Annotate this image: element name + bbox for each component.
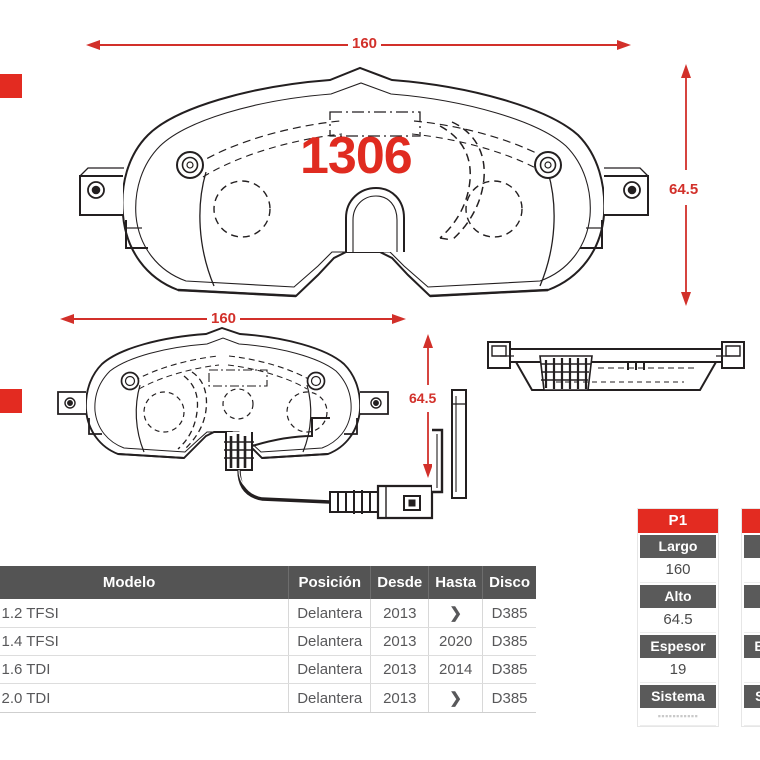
rivet-right-small	[306, 371, 326, 391]
mounting-lug-left	[79, 167, 148, 249]
dimension-label-mid-width: 160	[207, 310, 241, 327]
cell-desde: 2013	[370, 599, 430, 628]
mounting-lug-left-small	[57, 391, 102, 435]
table-row: V1) 1.6 TDI Delantera 2013 2014 D385	[0, 655, 536, 684]
spec-key-sistema: Sistema	[744, 685, 760, 708]
brake-pad-second-view	[57, 326, 389, 459]
rivet-left	[176, 151, 204, 179]
cell-hasta: ❯	[428, 599, 484, 628]
cell-modelo: V1) 1.2 TFSI	[0, 599, 290, 628]
red-marker-bottom	[0, 389, 22, 413]
table-row: V1) 1.2 TFSI Delantera 2013 ❯ D385	[0, 599, 536, 628]
spec-key-largo: Largo	[744, 535, 760, 558]
brake-pad-side-profile	[487, 341, 745, 391]
spec-value-sistema: ▪▪▪▪▪▪▪▪▪▪▪	[744, 708, 760, 726]
table-header-row: Modelo Posición Desde Hasta Disco	[0, 566, 536, 599]
spec-key-sistema: Sistema	[640, 685, 716, 708]
dimension-label-top-width: 160	[348, 35, 382, 52]
mounting-lug-right-small	[344, 391, 389, 435]
cell-hasta: 2014	[428, 655, 484, 684]
side-strip-small	[451, 389, 467, 499]
cell-disco: D385	[482, 627, 536, 656]
spec-value-espesor: 19	[640, 658, 716, 683]
spec-key-alto: Alto	[744, 585, 760, 608]
cell-modelo: V1) 1.6 TDI	[0, 655, 290, 684]
spec-card-p1: P1 Largo 160 Alto 64.5 Espesor 19 Sistem…	[637, 508, 719, 727]
column-header-posicion: Posición	[288, 566, 372, 599]
column-header-hasta: Hasta	[428, 566, 484, 599]
spec-value-espesor	[744, 658, 760, 683]
side-profile-shim	[539, 355, 593, 391]
spec-value-alto	[744, 608, 760, 633]
cell-posicion: Delantera	[288, 627, 372, 656]
cell-disco: D385	[482, 655, 536, 684]
spec-value-sistema: ▪▪▪▪▪▪▪▪▪▪▪	[640, 708, 716, 726]
pocket-left	[213, 180, 271, 238]
application-table: Modelo Posición Desde Hasta Disco V1) 1.…	[0, 566, 536, 713]
cell-posicion: Delantera	[288, 655, 372, 684]
red-marker-top	[0, 74, 22, 98]
cell-desde: 2013	[370, 655, 430, 684]
spec-card-secondary: Largo Alto Espesor Sistema ▪▪▪▪▪▪▪▪▪▪▪	[741, 508, 760, 727]
cell-disco: D385	[482, 599, 536, 628]
column-header-modelo: Modelo	[0, 566, 290, 599]
application-table-body: V1) 1.2 TFSI Delantera 2013 ❯ D385 V1) 1…	[0, 599, 536, 713]
spec-value-alto: 64.5	[640, 608, 716, 633]
rivet-left-small	[120, 371, 140, 391]
column-header-disco: Disco	[482, 566, 536, 599]
rivet-right	[534, 151, 562, 179]
spec-value-largo	[744, 558, 760, 583]
column-header-desde: Desde	[370, 566, 430, 599]
cell-modelo: V1) 1.4 TFSI	[0, 627, 290, 656]
dimension-label-right-height: 64.5	[665, 181, 703, 198]
application-table-head: Modelo Posición Desde Hasta Disco	[0, 566, 536, 599]
table-row: V1) 2.0 TDI Delantera 2013 ❯ D385	[0, 683, 536, 713]
sensor-connector	[376, 428, 444, 520]
spec-key-espesor: Espesor	[744, 635, 760, 658]
part-number: 1306	[300, 127, 413, 185]
dimension-label-mid-height: 64.5	[405, 390, 441, 406]
pocket-right	[465, 180, 523, 238]
spec-key-largo: Largo	[640, 535, 716, 558]
spec-key-espesor: Espesor	[640, 635, 716, 658]
dimension-arrow-mid-645	[423, 334, 433, 478]
cell-hasta: 2020	[428, 627, 484, 656]
spec-card-title: P1	[638, 509, 718, 533]
spec-key-alto: Alto	[640, 585, 716, 608]
spec-value-largo: 160	[640, 558, 716, 583]
cell-desde: 2013	[370, 627, 430, 656]
spec-card-title	[742, 509, 760, 533]
cell-hasta: ❯	[428, 683, 484, 713]
cell-desde: 2013	[370, 683, 430, 713]
table-row: V1) 1.4 TFSI Delantera 2013 2020 D385	[0, 627, 536, 656]
cell-posicion: Delantera	[288, 599, 372, 628]
sensor-grommet	[224, 432, 254, 471]
cell-posicion: Delantera	[288, 683, 372, 713]
mounting-lug-right	[580, 167, 649, 249]
wear-sensor-cable	[224, 417, 444, 520]
cell-modelo: V1) 2.0 TDI	[0, 683, 290, 713]
cell-disco: D385	[482, 683, 536, 713]
cable-strain-relief	[329, 490, 379, 514]
